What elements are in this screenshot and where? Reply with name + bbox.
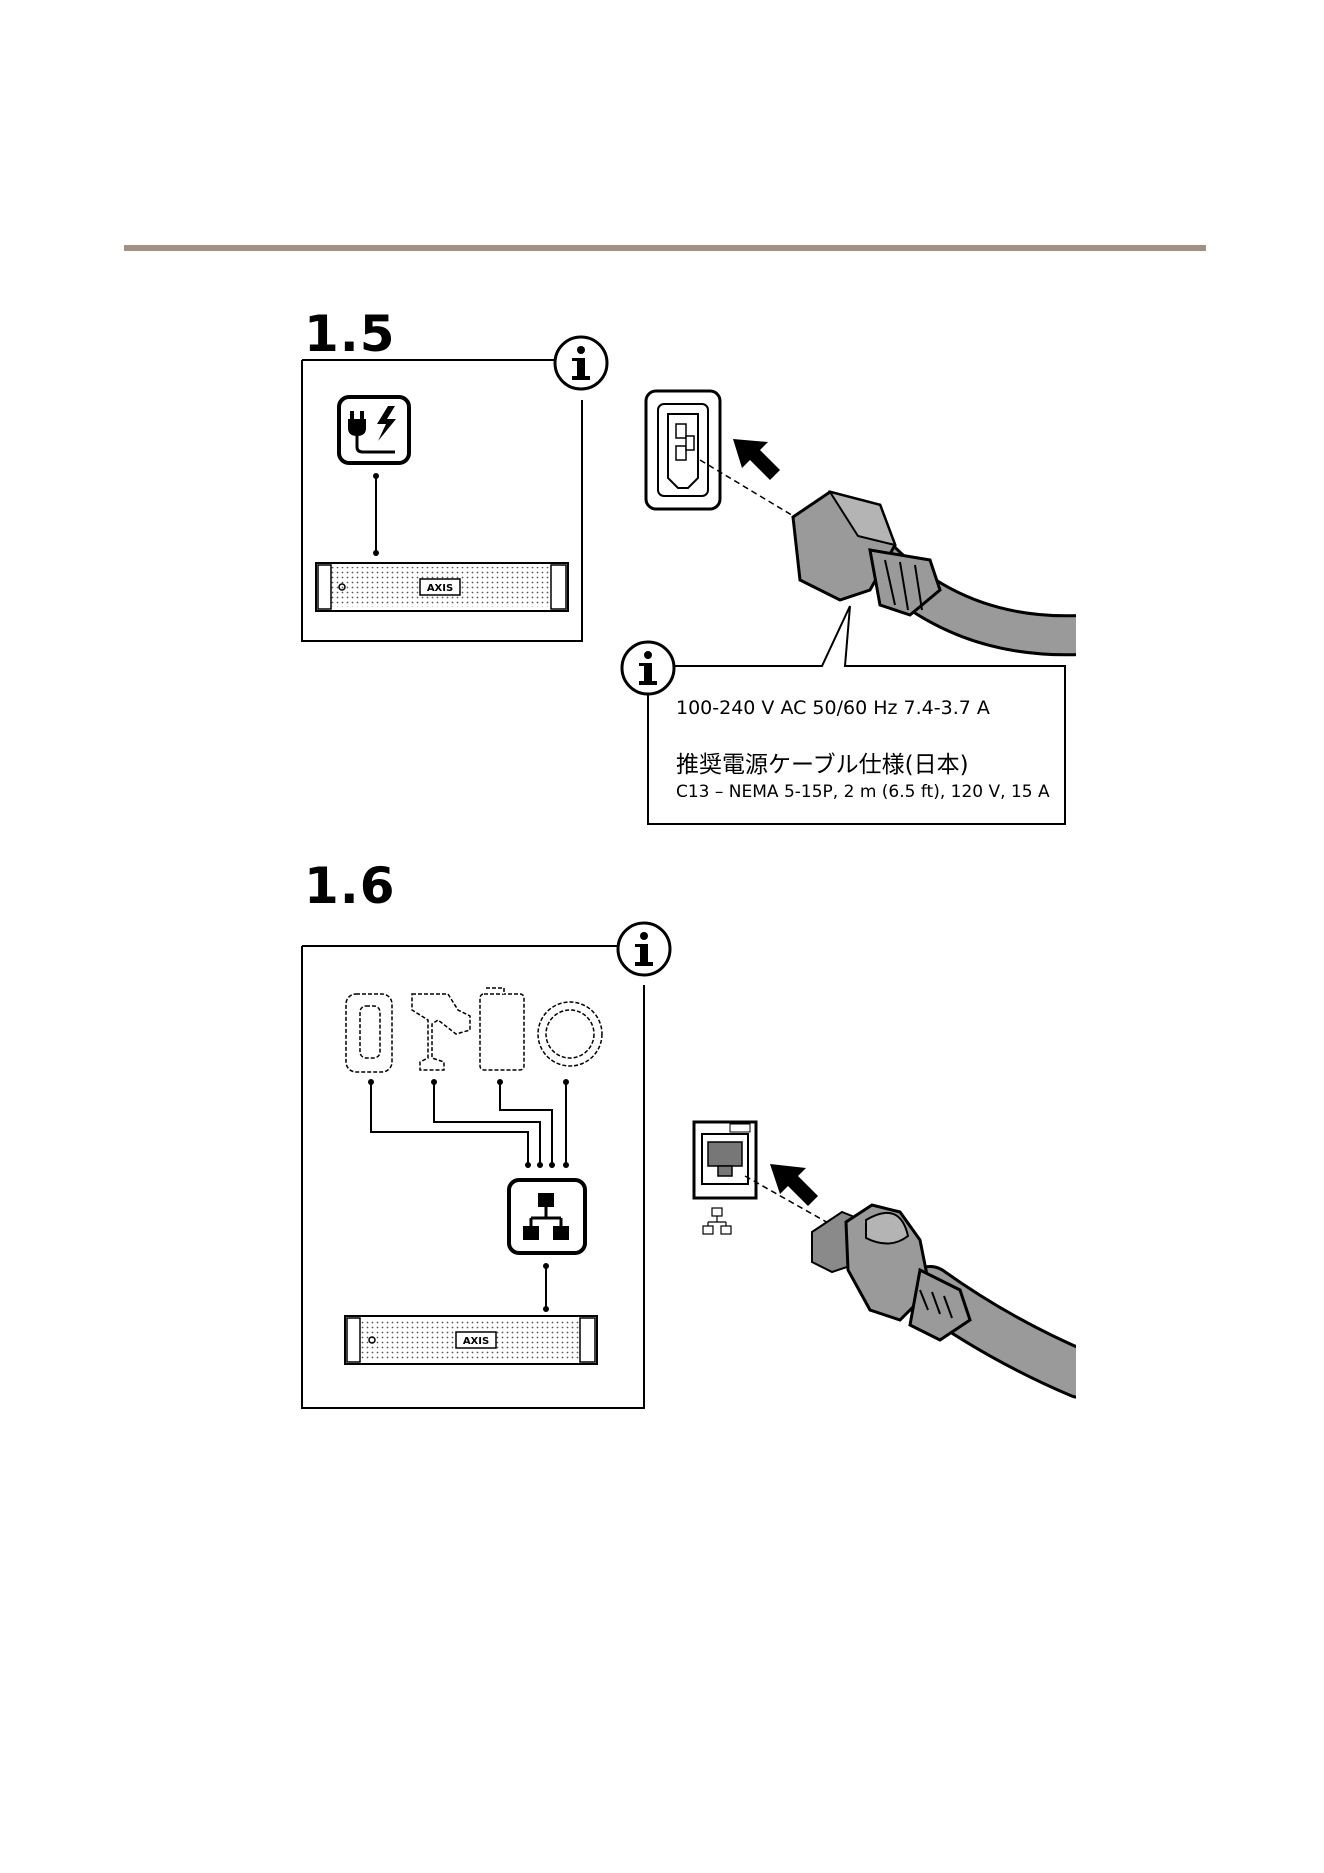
ethernet-port <box>694 1122 756 1234</box>
camera-devices <box>346 988 602 1072</box>
arrow-icon <box>770 1164 818 1206</box>
device-logo: AXIS <box>463 1336 489 1347</box>
info-icon <box>618 923 670 975</box>
connector-line <box>543 1263 549 1312</box>
power-plug <box>793 492 940 615</box>
server-device: AXIS <box>345 1316 597 1364</box>
info-icon <box>622 642 674 694</box>
arrow-icon <box>733 439 780 480</box>
network-switch-icon <box>509 1180 585 1253</box>
device-logo: AXIS <box>427 583 453 594</box>
power-socket <box>646 391 720 509</box>
power-spec-japan-heading: 推奨電源ケーブル仕様(日本) <box>676 745 969 779</box>
server-device: AXIS <box>316 563 568 611</box>
wiring-dots <box>368 1079 569 1168</box>
connector-line <box>373 473 379 556</box>
power-spec-cable: C13 – NEMA 5-15P, 2 m (6.5 ft), 120 V, 1… <box>676 782 1050 802</box>
power-plug-icon <box>339 397 409 463</box>
power-spec-rating: 100-240 V AC 50/60 Hz 7.4-3.7 A <box>676 697 990 719</box>
info-icon <box>555 337 607 389</box>
network-wiring <box>371 1082 566 1165</box>
